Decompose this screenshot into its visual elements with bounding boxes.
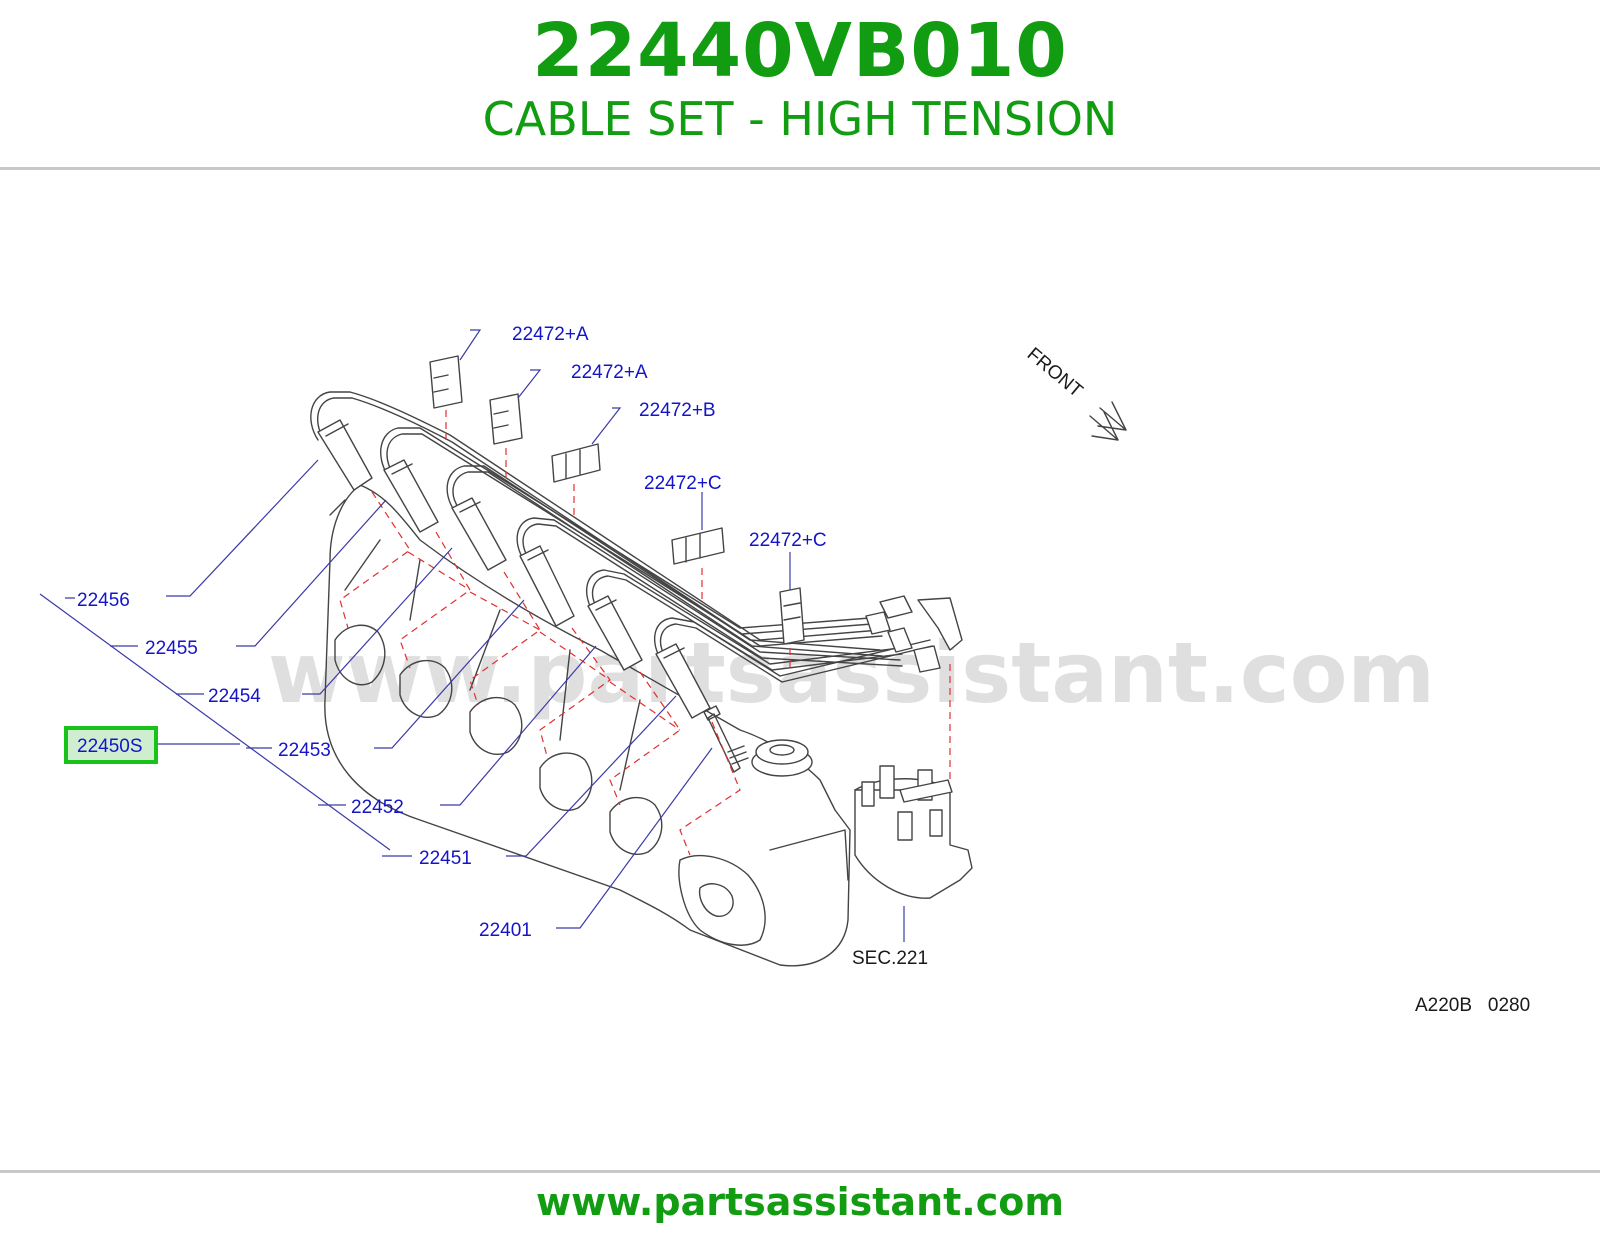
callout-sec221: SEC.221 [852, 948, 928, 969]
callout-22452: 22452 [351, 797, 404, 818]
callout-22455: 22455 [145, 638, 198, 659]
callout-22472c-2: 22472+C [749, 530, 827, 551]
distributor-cap-drawing [854, 765, 973, 899]
callout-leader-lines [39, 329, 905, 942]
part-number-title: 22440VB010 [532, 8, 1068, 94]
high-tension-cables-drawing [310, 391, 963, 719]
header-divider [0, 167, 1600, 170]
front-label: FRONT [1023, 344, 1087, 402]
front-arrow-icon [1089, 401, 1127, 441]
part-name-subtitle: CABLE SET - HIGH TENSION [482, 92, 1118, 146]
footer-website-link[interactable]: www.partsassistant.com [536, 1180, 1064, 1224]
highlight-box [64, 726, 158, 764]
callout-22450s: 22450S [77, 736, 143, 757]
highlighted-part-22450s[interactable]: 22450S [64, 726, 158, 764]
callout-22451: 22451 [419, 848, 472, 869]
page-header: 22440VB010 CABLE SET - HIGH TENSION [0, 0, 1600, 168]
callout-22472b: 22472+B [639, 400, 716, 421]
callout-22454: 22454 [208, 686, 261, 707]
assembly-guide-lines [339, 410, 951, 856]
intake-manifold-drawing [324, 484, 851, 967]
diagram-ref-code: A220B 0280 [1415, 995, 1530, 1016]
callout-22456: 22456 [77, 590, 130, 611]
callout-22453: 22453 [278, 740, 331, 761]
watermark-text: www.partsassistant.com [268, 624, 1435, 722]
callout-22472a-1: 22472+A [512, 324, 589, 345]
cable-clamps-drawing [429, 355, 805, 645]
footer-divider [0, 1170, 1600, 1173]
callout-22472a-2: 22472+A [571, 362, 648, 383]
callout-22401: 22401 [479, 920, 532, 941]
callout-22472c-1: 22472+C [644, 473, 722, 494]
